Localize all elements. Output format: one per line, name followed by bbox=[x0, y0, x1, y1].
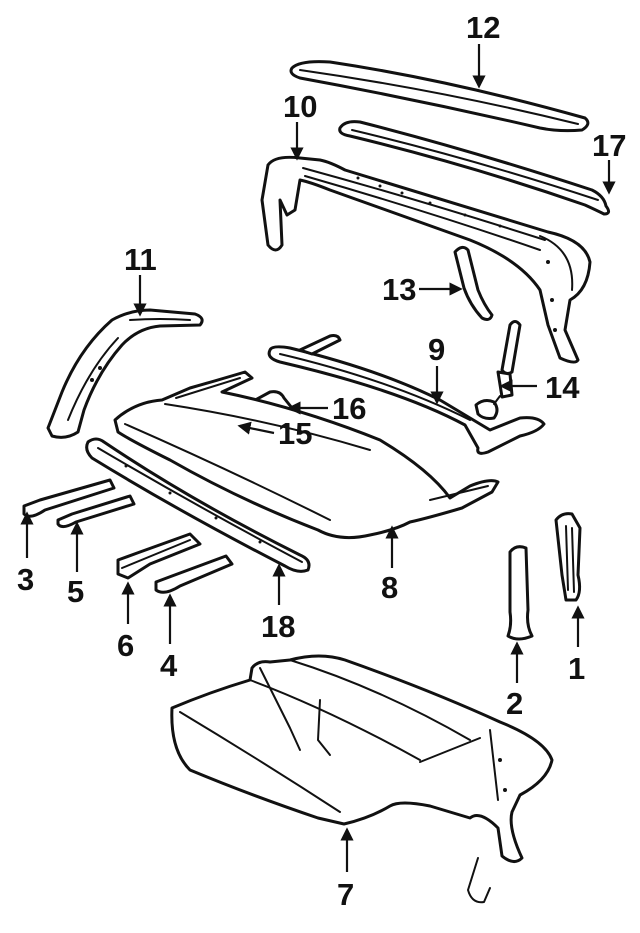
part-8-header-panel bbox=[113, 370, 500, 540]
callout-7: 7 bbox=[337, 877, 354, 912]
part-14-lift-cylinder bbox=[474, 320, 522, 420]
part-2-pillar-trim bbox=[506, 545, 534, 641]
part-18-front-bow bbox=[85, 437, 311, 573]
part-7-top-assembly bbox=[170, 654, 554, 904]
callout-10: 10 bbox=[283, 89, 317, 124]
leader-lines bbox=[20, 44, 616, 872]
part-17-retainer-strip bbox=[338, 120, 611, 216]
callout-14: 14 bbox=[545, 370, 580, 405]
callout-13: 13 bbox=[382, 272, 416, 307]
part-13-side-trim bbox=[453, 245, 494, 321]
part-6-rail bbox=[116, 532, 202, 580]
part-5-rail bbox=[56, 494, 136, 529]
callout-labels: 12 17 10 11 13 9 14 16 15 8 18 3 5 6 4 2… bbox=[17, 10, 626, 912]
callout-16: 16 bbox=[332, 391, 366, 426]
callout-3: 3 bbox=[17, 562, 34, 597]
callout-4: 4 bbox=[160, 648, 178, 683]
part-1-weatherstrip bbox=[554, 512, 582, 602]
callout-15: 15 bbox=[278, 416, 312, 451]
callout-1: 1 bbox=[568, 651, 585, 686]
callout-18: 18 bbox=[261, 609, 295, 644]
callout-17: 17 bbox=[592, 128, 626, 163]
callout-2: 2 bbox=[506, 686, 523, 721]
part-10-rear-frame bbox=[260, 155, 592, 364]
part-9-side-rail bbox=[267, 334, 546, 455]
callout-9: 9 bbox=[428, 332, 445, 367]
part-11-front-side-rail bbox=[46, 308, 204, 439]
part-12-rear-bow bbox=[289, 60, 590, 133]
part-4-rail bbox=[154, 554, 234, 594]
callout-6: 6 bbox=[117, 628, 134, 663]
callout-8: 8 bbox=[381, 570, 398, 605]
callout-12: 12 bbox=[466, 10, 500, 45]
callout-11: 11 bbox=[124, 242, 157, 277]
callout-5: 5 bbox=[67, 574, 84, 609]
